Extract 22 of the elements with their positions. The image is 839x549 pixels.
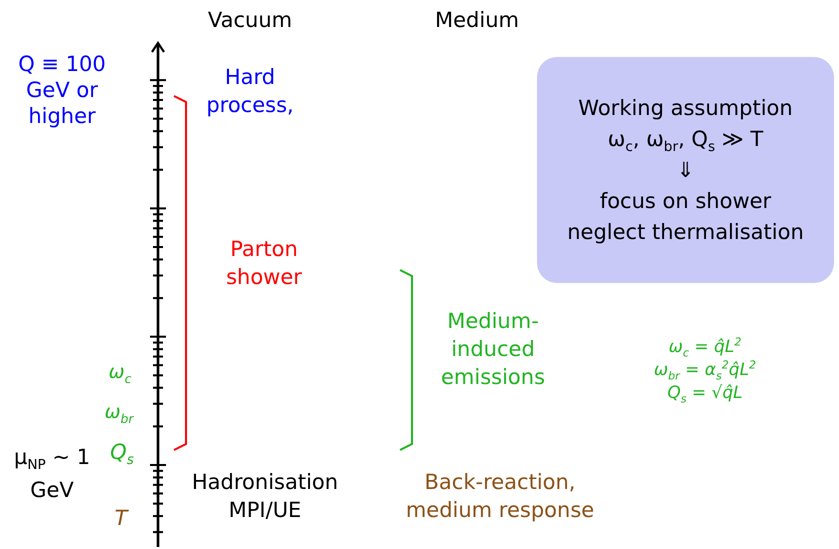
box-text: ω$_{c}$, ω$_{br}$, Q$_{s}$ ≫ T (608, 126, 764, 154)
formula: Q$_{s}$ = √q̂L (666, 382, 744, 404)
scale-label: Q$_{s}$ (109, 439, 135, 466)
box-text: focus on shower (600, 188, 772, 214)
formula: ω$_{br}$ = α$_{s}$$^{2}$q̂L$^{2}$ (652, 359, 758, 381)
scale-label: Q ≡ 100 GeV or higher (17, 51, 107, 129)
scale-label: ω$_{c}$ (108, 360, 132, 385)
stage-label: Hard process, (205, 64, 295, 119)
stage-label: Medium-induced emissions (440, 308, 546, 391)
box-text: ⇓ (676, 156, 694, 184)
stage-label: Hadronisation MPI/UE (190, 469, 340, 524)
column-heading: Vacuum (206, 7, 294, 34)
scale-label: ω$_{br}$ (104, 400, 135, 425)
stage-label: Parton shower (225, 236, 303, 291)
box-text: neglect thermalisation (567, 218, 804, 246)
assumption-box (537, 57, 834, 283)
scale-label: μ$_{NP}$ ∼ 1 GeV (12, 444, 92, 504)
formula: ω$_{c}$ = q̂L$^{2}$ (668, 336, 742, 358)
scale-label: T (114, 505, 130, 532)
box-text: Working assumption (578, 94, 793, 122)
stage-label: Back-reaction, medium response (404, 469, 596, 524)
column-heading: Medium (434, 7, 520, 34)
